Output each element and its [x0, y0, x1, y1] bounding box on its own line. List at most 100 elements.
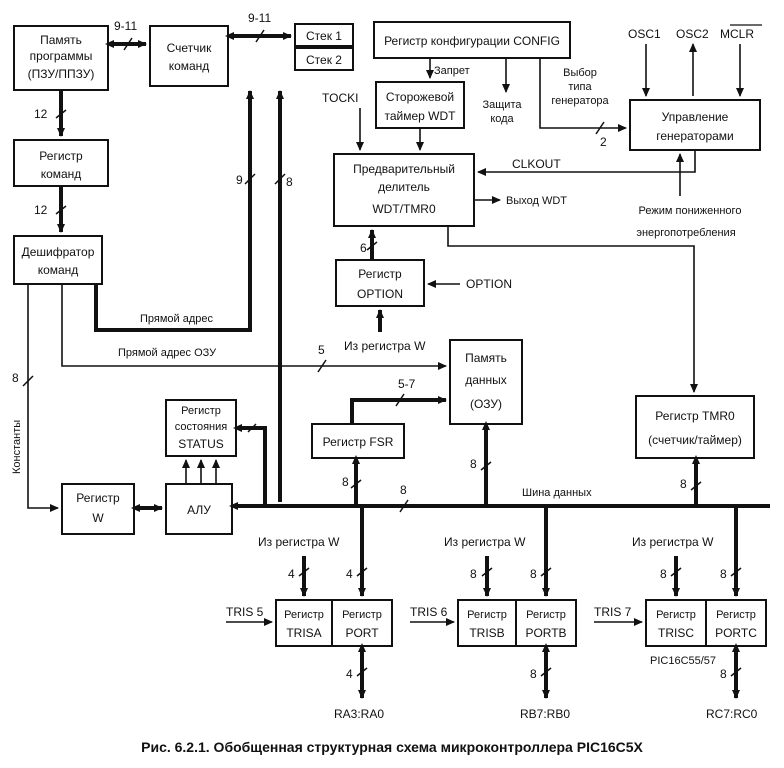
svg-text:8: 8	[680, 477, 687, 491]
svg-text:Регистр: Регистр	[39, 149, 83, 163]
svg-text:кода: кода	[490, 113, 514, 125]
svg-text:9-11: 9-11	[114, 19, 137, 33]
svg-text:генератора: генератора	[551, 95, 609, 107]
svg-text:(счетчик/таймер): (счетчик/таймер)	[648, 433, 742, 447]
bus-width-slashes	[22, 29, 742, 677]
svg-text:OPTION: OPTION	[357, 287, 403, 301]
svg-text:8: 8	[660, 567, 667, 581]
svg-text:Из регистра W: Из регистра W	[632, 535, 714, 549]
svg-text:АЛУ: АЛУ	[187, 503, 211, 517]
svg-text:8: 8	[400, 483, 407, 497]
svg-text:Шина данных: Шина данных	[522, 487, 592, 499]
svg-text:Регистр: Регистр	[526, 609, 566, 621]
instruction-decoder-block: Дешифратор команд	[13, 235, 103, 285]
svg-text:12: 12	[34, 107, 48, 121]
svg-text:RB7:RB0: RB7:RB0	[520, 707, 570, 721]
svg-text:делитель: делитель	[378, 180, 430, 194]
svg-text:8: 8	[12, 371, 19, 385]
tmr0-register-block: Регистр TMR0 (счетчик/таймер)	[635, 395, 755, 459]
svg-text:таймер WDT: таймер WDT	[385, 109, 457, 123]
svg-text:Сторожевой: Сторожевой	[386, 90, 454, 104]
svg-text:Прямой адрес: Прямой адрес	[140, 313, 214, 325]
svg-text:RA3:RA0: RA3:RA0	[334, 707, 384, 721]
mclr-label: MCLR	[720, 27, 754, 41]
svg-text:Память: Память	[465, 351, 507, 365]
svg-text:Память: Память	[40, 33, 82, 47]
alu-block: АЛУ	[165, 483, 233, 535]
config-register-block: Регистр конфигурации CONFIG	[373, 21, 571, 59]
svg-text:Прямой адрес ОЗУ: Прямой адрес ОЗУ	[118, 347, 217, 359]
signal-labels: OSC1 OSC2 MCLR TOCKI Запрет Защита кода …	[11, 24, 762, 721]
svg-text:Регистр FSR: Регистр FSR	[323, 435, 394, 449]
instruction-register-block: Регистр команд	[13, 139, 109, 187]
svg-text:Регистр: Регистр	[358, 267, 402, 281]
svg-text:PIC16C55/57: PIC16C55/57	[650, 655, 716, 667]
oscillator-control-block: Управление генераторами	[629, 99, 761, 151]
svg-text:PORTB: PORTB	[525, 626, 566, 640]
svg-text:8: 8	[342, 475, 349, 489]
svg-text:Регистр: Регистр	[716, 609, 756, 621]
svg-text:4: 4	[346, 667, 353, 681]
svg-text:8: 8	[530, 667, 537, 681]
svg-text:Регистр: Регистр	[656, 609, 696, 621]
svg-text:Дешифратор: Дешифратор	[22, 245, 95, 259]
svg-text:Константы: Константы	[11, 420, 23, 474]
svg-text:Управление: Управление	[662, 110, 729, 124]
svg-text:OSC2: OSC2	[676, 27, 709, 41]
svg-text:STATUS: STATUS	[178, 437, 224, 451]
svg-text:генераторами: генераторами	[656, 129, 734, 143]
svg-text:данных: данных	[465, 373, 507, 387]
svg-text:Регистр: Регистр	[181, 405, 221, 417]
svg-text:TRISC: TRISC	[658, 626, 694, 640]
program-memory-block: Память программы (ПЗУ/ППЗУ)	[13, 25, 109, 91]
svg-text:8: 8	[720, 667, 727, 681]
svg-text:6: 6	[360, 241, 367, 255]
data-memory-block: Память данных (ОЗУ)	[449, 339, 523, 425]
svg-text:Выбор: Выбор	[563, 67, 597, 79]
svg-text:PORTC: PORTC	[715, 626, 757, 640]
svg-text:Регистр: Регистр	[467, 609, 507, 621]
svg-text:2: 2	[600, 135, 607, 149]
svg-text:команд: команд	[38, 263, 79, 277]
svg-text:TRISA: TRISA	[286, 626, 321, 640]
svg-text:Регистр: Регистр	[76, 491, 120, 505]
watchdog-timer-block: Сторожевой таймер WDT	[375, 81, 465, 129]
svg-text:5-7: 5-7	[398, 377, 416, 391]
w-register-block: Регистр W	[61, 483, 135, 535]
svg-text:OPTION: OPTION	[466, 277, 512, 291]
svg-text:программы: программы	[30, 49, 93, 63]
svg-text:PORT: PORT	[345, 626, 379, 640]
prescaler-block: Предварительный делитель WDT/TMR0	[333, 153, 475, 227]
svg-text:5: 5	[318, 343, 325, 357]
svg-text:TRISB: TRISB	[469, 626, 504, 640]
svg-text:8: 8	[470, 457, 477, 471]
svg-text:Из регистра W: Из регистра W	[344, 339, 426, 353]
svg-text:Из регистра W: Из регистра W	[258, 535, 340, 549]
svg-text:Регистр конфигурации CONFIG: Регистр конфигурации CONFIG	[384, 34, 560, 48]
fsr-register-block: Регистр FSR	[311, 423, 405, 459]
svg-text:12: 12	[34, 203, 48, 217]
figure-caption: Рис. 6.2.1. Обобщенная структурная схема…	[141, 739, 643, 755]
svg-text:Выход WDT: Выход WDT	[506, 195, 567, 207]
svg-text:Запрет: Запрет	[434, 65, 470, 77]
svg-text:4: 4	[288, 567, 295, 581]
svg-text:команд: команд	[169, 59, 210, 73]
svg-text:9: 9	[236, 173, 243, 187]
svg-text:Регистр: Регистр	[284, 609, 324, 621]
port-b-block: Регистр TRISB Регистр PORTB	[457, 599, 577, 647]
svg-text:Предварительный: Предварительный	[353, 162, 455, 176]
status-register-block: Регистр состояния STATUS	[165, 399, 237, 457]
svg-text:Стек 1: Стек 1	[306, 29, 342, 43]
svg-text:8: 8	[470, 567, 477, 581]
svg-text:Защита: Защита	[483, 99, 523, 111]
svg-text:Из регистра W: Из регистра W	[444, 535, 526, 549]
svg-text:состояния: состояния	[175, 421, 227, 433]
svg-text:Режим пониженного: Режим пониженного	[639, 205, 742, 217]
svg-text:W: W	[92, 511, 104, 525]
stack-block: Стек 1 Стек 2	[294, 23, 354, 71]
program-counter-block: Счетчик команд	[149, 25, 229, 87]
svg-text:TRIS 7: TRIS 7	[594, 605, 632, 619]
svg-text:8: 8	[286, 175, 293, 189]
bus-width-labels: 9-11 9-11 12 12 9 8 8 5 5-7 8 8 8 8 6 2 …	[12, 11, 727, 681]
svg-text:Регистр TMR0: Регистр TMR0	[655, 409, 735, 423]
